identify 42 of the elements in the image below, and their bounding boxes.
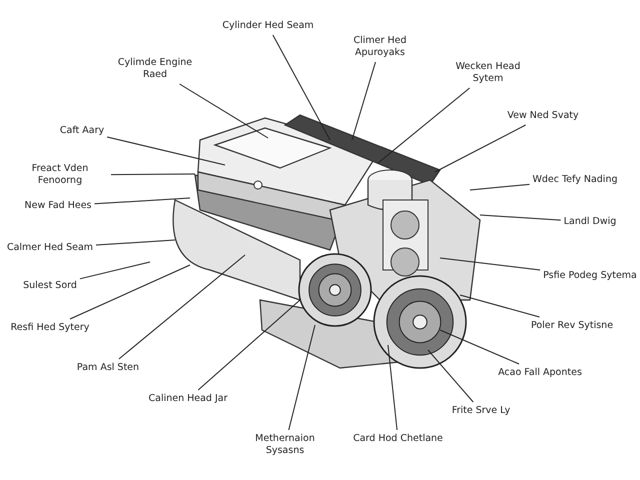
- part-label: Pam Asl Sten: [76, 362, 140, 374]
- leader-line: [388, 344, 398, 430]
- part-label: Wdec Tefy Nading: [532, 174, 618, 186]
- leader-line: [198, 300, 300, 390]
- part-label: New Fad Hees: [24, 200, 92, 212]
- part-label: Climer Hed Apuroyaks: [352, 35, 408, 59]
- part-label: Freact Vden Fenoorng: [30, 163, 90, 187]
- leader-line: [96, 240, 176, 246]
- leader-line: [460, 294, 540, 318]
- part-label: Acao Fall Apontes: [498, 367, 582, 379]
- leader-line: [106, 136, 226, 166]
- part-label: Card Hod Chetlane: [353, 433, 443, 445]
- part-label: Vew Ned Svaty: [507, 110, 579, 122]
- part-label: Methernaion Sysasns: [254, 433, 316, 457]
- part-label: Cylimde Engine Raed: [116, 57, 194, 81]
- leader-line: [428, 350, 474, 402]
- leader-line: [480, 214, 562, 221]
- leader-line: [179, 84, 268, 138]
- part-label: Wecken Head Sytem: [454, 61, 522, 85]
- part-label: Poler Rev Sytisne: [530, 320, 614, 332]
- leader-line: [440, 330, 520, 364]
- part-label: Landl Dwig: [564, 216, 616, 228]
- leader-line: [118, 254, 246, 360]
- part-label: Cylinder Hed Seam: [222, 20, 314, 32]
- leader-line: [440, 258, 541, 270]
- leader-line: [434, 124, 526, 172]
- leader-line: [470, 184, 530, 190]
- leader-line: [70, 264, 190, 320]
- leader-line: [272, 34, 330, 140]
- leader-line: [94, 198, 190, 204]
- leader-line: [352, 62, 376, 140]
- part-label: Sulest Sord: [23, 280, 77, 292]
- part-label: Calinen Head Jar: [148, 393, 228, 405]
- leader-line: [79, 262, 150, 280]
- part-label: Calmer Hed Seam: [6, 242, 94, 254]
- part-label: Psfie Podeg Sytema: [543, 270, 637, 282]
- leader-line: [288, 324, 316, 430]
- part-label: Resfi Hed Sytery: [10, 322, 90, 334]
- leader-line: [110, 174, 196, 176]
- part-label: Caft Aary: [60, 125, 104, 137]
- part-label: Frite Srve Ly: [452, 405, 510, 417]
- leader-line: [378, 88, 470, 164]
